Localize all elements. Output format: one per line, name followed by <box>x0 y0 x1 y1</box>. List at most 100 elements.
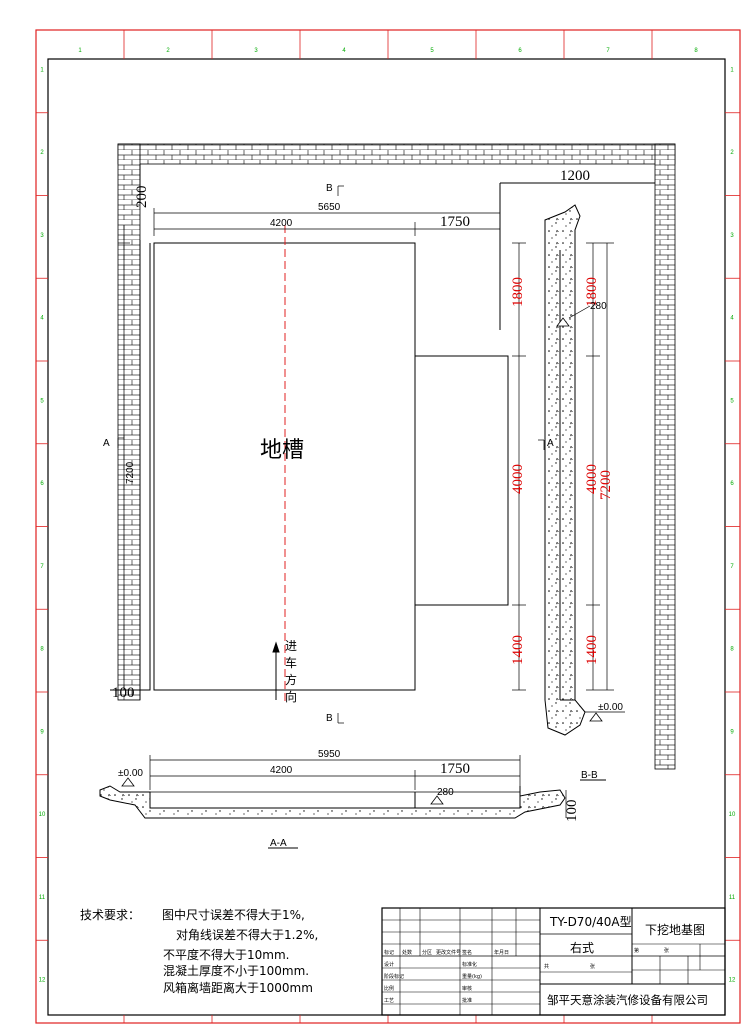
title-block-label: 阶段标记 <box>384 973 404 980</box>
dim-right2-bottom: 1400 <box>584 635 600 665</box>
direction-char: 方 <box>285 672 297 687</box>
title-block-label: 更改文件号 <box>436 949 461 956</box>
zone-number-top: 8 <box>694 48 698 54</box>
zone-number-side: 9 <box>40 729 44 735</box>
direction-char: 车 <box>285 655 297 670</box>
zone-number-side: 11 <box>39 895 46 901</box>
drawing-name: 下挖地基图 <box>645 922 705 937</box>
title-block-label: 张 <box>664 947 669 954</box>
dim-pit-length-top: 4200 <box>270 218 293 229</box>
zone-number-side: 4 <box>40 316 44 322</box>
section-mark-a-left: A <box>103 438 110 449</box>
title-block-label: 比例 <box>384 985 394 992</box>
outer-frame <box>35 29 741 1024</box>
title-block-label: 签名 <box>462 949 472 956</box>
zone-number-side: 6 <box>730 481 734 487</box>
dim-aa-depth: 280 <box>437 787 454 798</box>
requirement-line: 不平度不得大于10mm. <box>163 947 289 962</box>
brick-wall <box>117 143 676 770</box>
dim-aa-rest: 1750 <box>440 761 470 777</box>
pit-label: 地槽 <box>260 438 304 463</box>
dim-wall-left: 100 <box>112 685 135 701</box>
requirement-line: 图中尺寸误差不得大于1%, <box>162 907 305 922</box>
title-block-label: 第 <box>634 947 639 954</box>
title-block-small-labels: 标记处数分区更改文件号签名年月日设计标准化阶段标记重量(kg)比例审核工艺批准共… <box>384 947 669 1004</box>
requirement-line: 混凝土厚度不小于100mm. <box>163 963 309 978</box>
title-block-label: 标准化 <box>462 961 477 968</box>
arrow-up-icon <box>272 641 280 700</box>
level-aa: ±0.00 <box>118 768 143 779</box>
dim-aa-slab: 100 <box>564 800 580 823</box>
zone-number-top: 5 <box>430 48 434 54</box>
section-mark-b-bottom: B <box>326 713 333 724</box>
dim-right-top: 1800 <box>510 277 526 307</box>
zone-number-side: 7 <box>730 564 734 570</box>
dim-right2-mid: 4000 <box>584 464 600 494</box>
dim-aa-total: 5950 <box>318 749 341 760</box>
requirements-heading: 技术要求： <box>80 908 140 922</box>
right-dimension-lines <box>512 242 614 691</box>
zone-number-top: 1 <box>78 48 82 54</box>
dim-right-bottom: 1400 <box>510 635 526 665</box>
zone-number-side: 5 <box>40 398 44 404</box>
dim-wall-top: 200 <box>134 186 150 209</box>
dim-right-mid: 4000 <box>510 464 526 494</box>
title-block-label: 标记 <box>384 949 394 956</box>
zone-number-side: 6 <box>40 481 44 487</box>
zone-number-side: 7 <box>40 564 44 570</box>
zone-grid <box>36 30 740 1023</box>
zone-number-side: 11 <box>729 895 736 901</box>
dim-right-width: 1200 <box>560 168 590 184</box>
plan-dimension-lines <box>117 185 501 724</box>
zone-number-top: 4 <box>342 48 346 54</box>
section-bb <box>544 204 625 781</box>
section-aa <box>99 755 567 849</box>
dim-right2-top: 1800 <box>584 277 600 307</box>
requirements: 技术要求： 图中尺寸误差不得大于1%, 对角线误差不得大于1.2%, 不平度不得… <box>80 907 318 995</box>
zone-number-side: 1 <box>730 67 734 73</box>
zone-number-side: 4 <box>730 316 734 322</box>
dim-right-total: 7200 <box>598 470 614 500</box>
section-mark-b-top: B <box>326 183 333 194</box>
zone-number-side: 5 <box>730 398 734 404</box>
title-block-label: 重量(kg) <box>462 973 482 980</box>
title-block-label: 年月日 <box>494 949 509 956</box>
title-block-label: 处数 <box>402 949 412 956</box>
dim-aa-pit-length: 4200 <box>270 765 293 776</box>
zone-number-top: 2 <box>166 48 170 54</box>
dim-left-height: 7200 <box>125 461 136 484</box>
title-block <box>381 907 726 1016</box>
direction-label: 进 车 方 向 <box>285 639 297 704</box>
zone-number-side: 10 <box>729 812 736 818</box>
title-block-label: 张 <box>590 963 595 970</box>
zone-number-top: 7 <box>606 48 610 54</box>
zone-number-side: 8 <box>40 647 44 653</box>
zone-number-side: 8 <box>730 647 734 653</box>
dim-total-top: 5650 <box>318 202 341 213</box>
company-name: 邹平天意涂装汽修设备有限公司 <box>547 993 708 1007</box>
dim-depth-bb: 280 <box>590 301 607 312</box>
model-variant: 右式 <box>570 940 594 955</box>
model-number: TY-D70/40A型 <box>549 915 632 929</box>
title-block-label: 分区 <box>422 949 432 956</box>
title-block-label: 设计 <box>384 961 394 968</box>
zone-number-side: 2 <box>730 150 734 156</box>
requirement-line: 对角线误差不得大于1.2%, <box>176 927 318 942</box>
zone-number-top: 3 <box>254 48 258 54</box>
section-bb-title: B-B <box>581 770 598 781</box>
zone-number-top: 6 <box>518 48 522 54</box>
zone-number-side: 3 <box>730 233 734 239</box>
direction-char: 进 <box>285 639 297 653</box>
zone-number-side: 3 <box>40 233 44 239</box>
direction-char: 向 <box>285 689 297 704</box>
section-mark-a-right: A <box>547 438 554 449</box>
zone-number-side: 12 <box>39 978 46 984</box>
zone-number-side: 1 <box>40 67 44 73</box>
title-block-label: 批准 <box>462 997 472 1004</box>
title-block-label: 共 <box>544 963 549 970</box>
zone-number-side: 10 <box>39 812 46 818</box>
requirement-line: 风箱离墙距离大于1000mm <box>163 980 313 995</box>
section-aa-title: A-A <box>270 838 287 849</box>
